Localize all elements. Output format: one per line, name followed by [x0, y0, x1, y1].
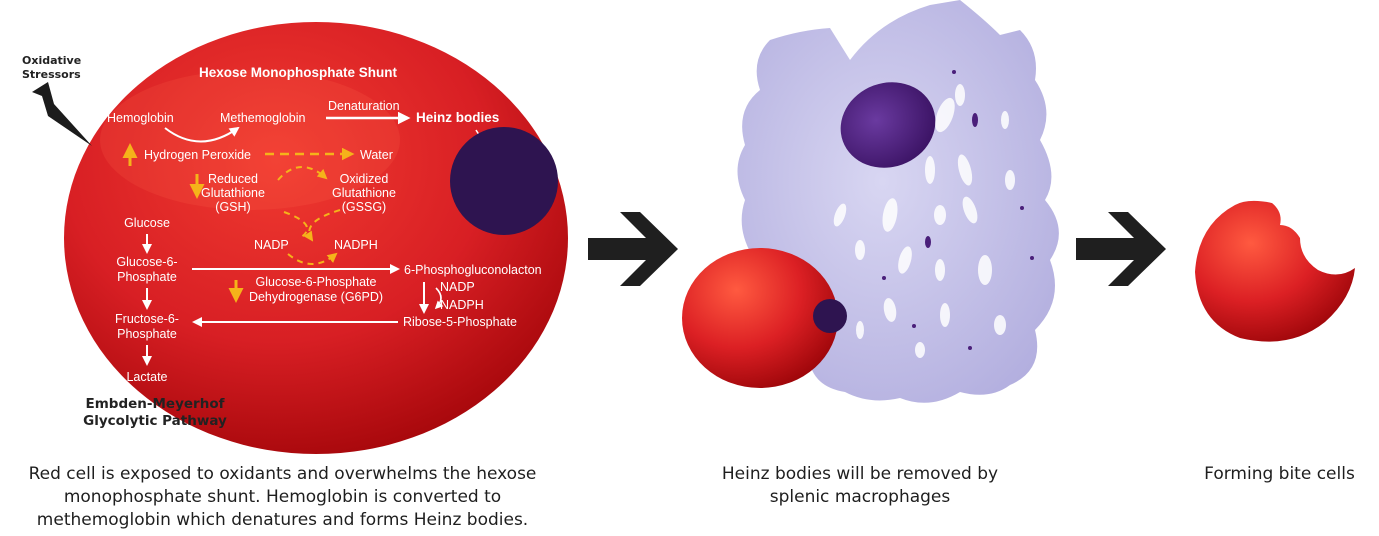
stressor-label-1: Oxidative: [22, 54, 81, 67]
label-lactate: Lactate: [126, 370, 167, 384]
heinz-body: [450, 127, 558, 235]
arrow-nadp-curve: [434, 287, 444, 310]
caption-middle: Heinz bodies will be removed by splenic …: [690, 463, 1030, 509]
label-gssg-2: Glutathione: [332, 186, 396, 200]
label-water: Water: [360, 148, 393, 162]
label-nadph: NADPH: [334, 238, 378, 252]
lightning-bolt-icon: [32, 82, 92, 146]
label-hemoglobin: Hemoglobin: [107, 111, 174, 125]
glycolysis-title-2: Glycolytic Pathway: [83, 413, 227, 429]
red-blood-cell: [64, 22, 568, 454]
macrophage-granules: [882, 70, 1034, 350]
arrow-hb-to-methb: [164, 126, 240, 143]
label-hydrogen-peroxide: Hydrogen Peroxide: [144, 148, 251, 162]
chevron-arrow-1-icon: [588, 212, 678, 286]
caption-left-line-2: monophosphate shunt. Hemoglobin is conve…: [63, 487, 502, 507]
label-nadp-small: NADP: [440, 280, 475, 294]
label-denaturation: Denaturation: [328, 99, 400, 113]
stressor-label-2: Stressors: [22, 68, 81, 81]
heinz-body-small: [813, 299, 847, 333]
label-glucose: Glucose: [124, 216, 170, 230]
label-g6pd-1: Glucose-6-Phosphate: [256, 275, 377, 289]
macrophage-nucleus: [840, 82, 936, 168]
caption-middle-line-1: Heinz bodies will be removed by: [721, 464, 999, 484]
label-methemoglobin: Methemoglobin: [220, 111, 306, 125]
label-g6p-1: Glucose-6-: [116, 255, 177, 269]
caption-left-line-1: Red cell is exposed to oxidants and over…: [28, 464, 537, 484]
label-g6p-2: Phosphate: [117, 270, 177, 284]
macrophage-vacuoles: [833, 84, 1015, 358]
label-nadph-small: NADPH: [440, 298, 484, 312]
cycle-upper: [277, 166, 328, 181]
label-nadp: NADP: [254, 238, 289, 252]
red-cell-with-heinz-body: [682, 248, 838, 388]
shunt-title: Hexose Monophosphate Shunt: [199, 65, 398, 80]
label-gssg-1: Oxidized: [340, 172, 389, 186]
label-gsh-2: Glutathione: [201, 186, 265, 200]
label-gsh-3: (GSH): [215, 200, 250, 214]
caption-left: Red cell is exposed to oxidants and over…: [10, 463, 555, 532]
label-f6p-2: Phosphate: [117, 327, 177, 341]
label-6pgl: 6-Phosphogluconolacton: [404, 263, 542, 277]
cycle-left: [283, 211, 309, 239]
label-gsh-1: Reduced: [208, 172, 258, 186]
label-f6p-1: Fructose-6-: [115, 312, 179, 326]
chevron-arrow-2-icon: [1076, 212, 1166, 286]
glycolysis-title-1: Embden-Meyerhof: [86, 396, 225, 412]
label-gssg-3: (GSSG): [342, 200, 386, 214]
label-ribose-5-phosphate: Ribose-5-Phosphate: [403, 315, 517, 329]
caption-right-line-1: Forming bite cells: [1204, 464, 1355, 484]
label-heinz-bodies: Heinz bodies: [416, 110, 499, 125]
label-g6pd-2: Dehydrogenase (G6PD): [249, 290, 383, 304]
cycle-lower: [287, 252, 338, 265]
caption-middle-line-2: splenic macrophages: [769, 487, 951, 507]
bite-cell: [1195, 200, 1355, 342]
cycle-right: [303, 209, 341, 242]
caption-left-line-3: methemoglobin which denatures and forms …: [36, 510, 529, 530]
caption-right: Forming bite cells: [1180, 463, 1379, 486]
